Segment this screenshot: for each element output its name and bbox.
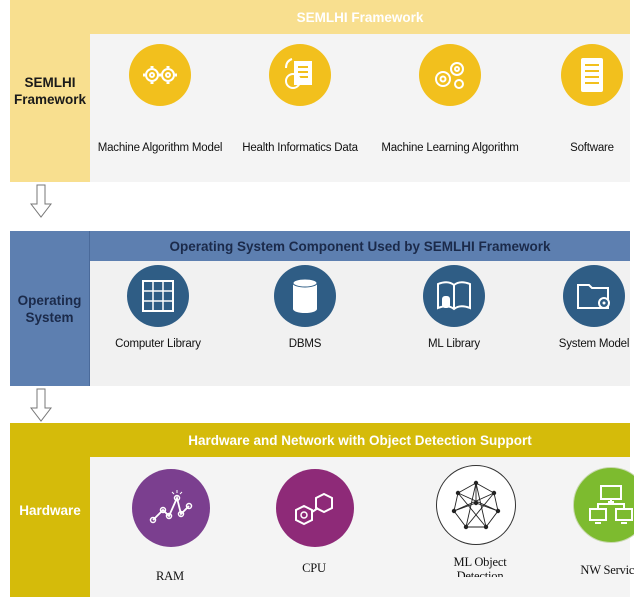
computer-library-label: Computer Library [115,338,201,350]
ml-object-detection-label: ML Object Detection [453,555,507,577]
computers-network-icon [573,467,634,543]
hardware-panel: RAM CPU [90,457,634,597]
system-model-label: System Model [558,338,630,350]
down-arrow-icon [30,184,52,218]
book-database-icon [423,265,485,327]
operating-system-layer: Operating System Operating System Compon… [10,231,630,386]
ram-label: RAM [156,569,184,583]
hardware-layer: Hardware Hardware and Network with Objec… [10,423,634,597]
hardware-side-label: Hardware [10,423,90,597]
health-informatics-data-label: Health Informatics Data [242,142,358,154]
dbms-label: DBMS [288,338,322,350]
framework-layer: SEMLHI Framework SEMLHI Framework [10,0,630,182]
framework-banner: SEMLHI Framework [90,0,630,34]
ml-library-label: ML Library [428,338,480,350]
folder-gear-icon [563,265,625,327]
gears-icon [419,44,481,106]
machine-algorithm-model-label: Machine Algorithm Model [97,142,223,154]
database-icon [274,265,336,327]
hexagon-cube-icon [276,469,354,547]
network-graph-icon [132,469,210,547]
framework-panel: Machine Algorithm Model Health Informati… [90,34,630,182]
operating-system-panel: Computer Library DBMS ML Library [90,261,630,386]
software-label: Software [570,142,614,154]
nw-service-label: NW Service [580,563,634,577]
server-icon [561,44,623,106]
cpu-label: CPU [302,561,326,575]
grid-icon [127,265,189,327]
mesh-sphere-icon [436,465,516,545]
framework-side-label: SEMLHI Framework [10,0,90,182]
down-arrow-icon [30,388,52,422]
hardware-banner: Hardware and Network with Object Detecti… [90,423,630,457]
operating-system-side-label: Operating System [10,231,90,386]
gears-icon [129,44,191,106]
machine-learning-algorithm-label: Machine Learning Algorithm [381,142,519,154]
document-chat-icon [269,44,331,106]
operating-system-banner: Operating System Component Used by SEMLH… [90,231,630,261]
